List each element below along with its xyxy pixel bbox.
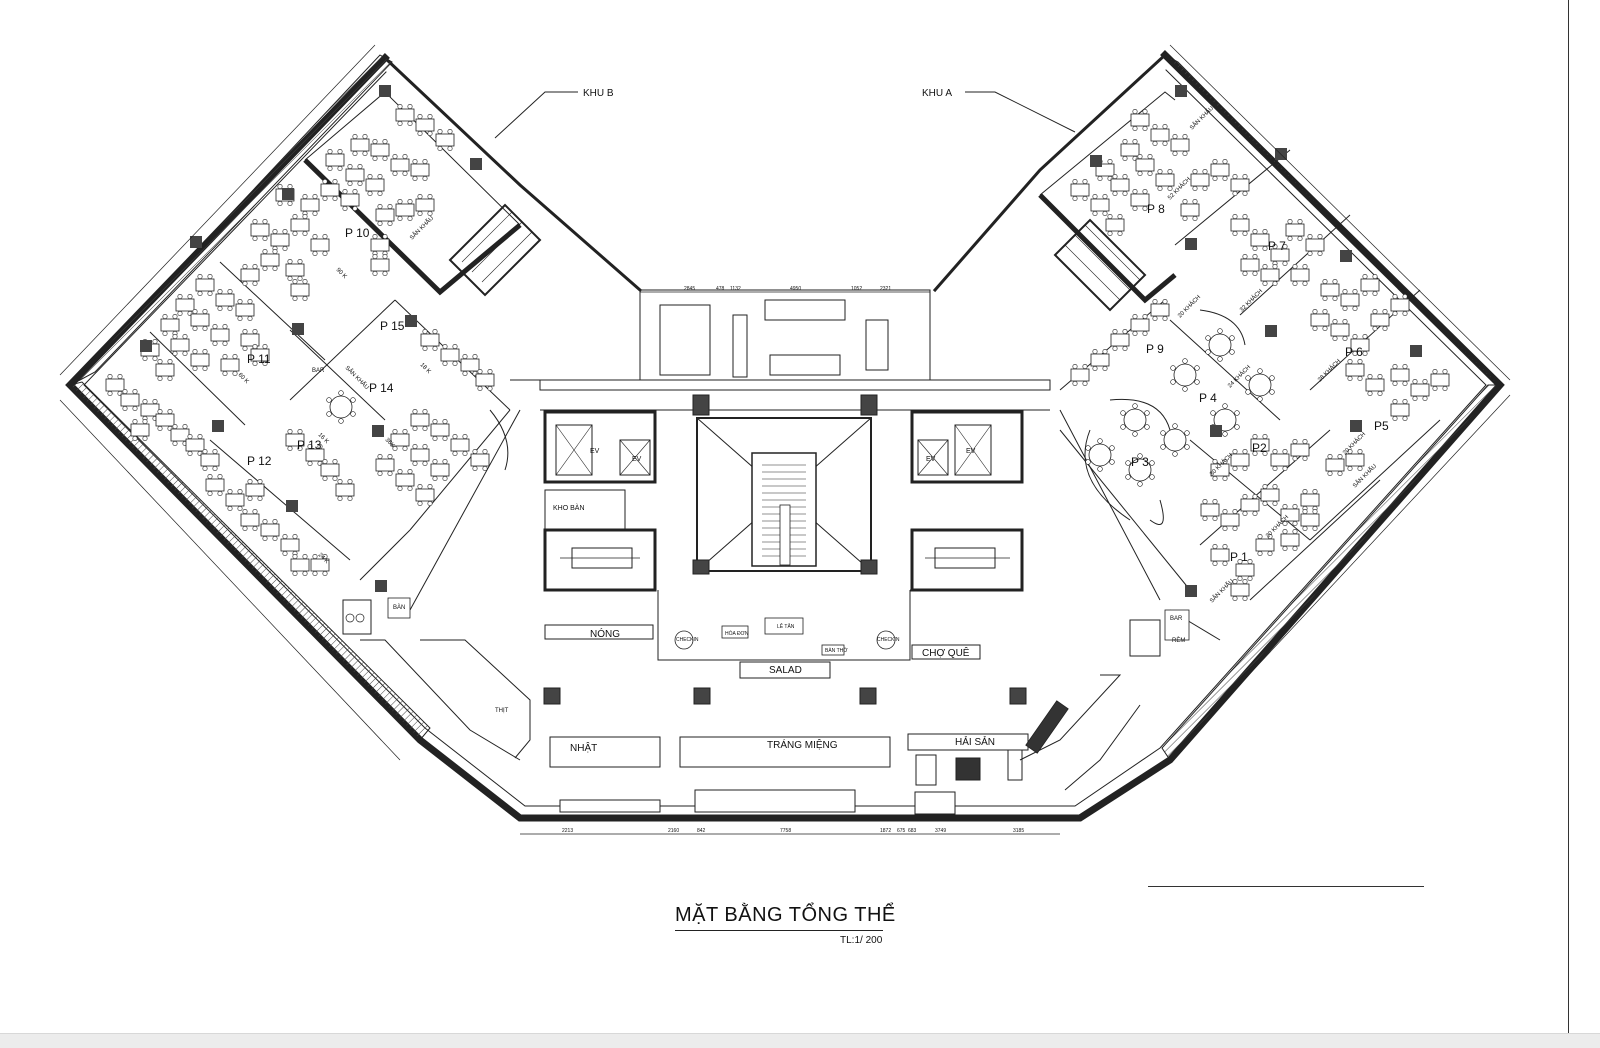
cap-90k: 90 K — [335, 267, 348, 280]
booth-outlines — [489, 309, 1246, 525]
station-kho-ban: KHO BÀN — [553, 503, 585, 512]
room-p7: P 7 — [1268, 239, 1286, 253]
zone-labels: KHU B KHU A — [583, 88, 952, 99]
label-khu-a: KHU A — [922, 88, 952, 99]
station-le-tan: LỄ TÂN — [777, 623, 795, 630]
central-core — [539, 289, 1051, 705]
station-ev2: EV — [632, 456, 642, 463]
station-bar-left: BAR — [312, 368, 325, 374]
station-cho-que: CHỢ QUÊ — [922, 646, 970, 659]
dim-b-5: 1872 — [880, 828, 891, 834]
dim-t-1: 2845 — [684, 286, 695, 292]
dim-b-3: 842 — [697, 828, 706, 834]
station-ev3: EV — [926, 456, 936, 463]
station-rem: RÈM — [1172, 637, 1185, 644]
station-thit: THỊT — [495, 708, 509, 714]
station-checkin-left: CHECKIN — [676, 637, 699, 643]
cap-32: 32 KHÁCH — [1238, 288, 1264, 314]
station-trang-mieng: TRÁNG MIỆNG — [767, 738, 838, 751]
station-labels: NÓNG SALAD CHỢ QUÊ NHẬT TRÁNG MIỆNG HẢI … — [312, 368, 1185, 754]
wing-columns — [140, 85, 1422, 597]
dimension-lines — [59, 44, 1511, 835]
station-ban: BÀN — [393, 604, 405, 611]
zone-leaders — [494, 91, 1076, 139]
cap-20b: 20 KHÁCH — [1341, 431, 1367, 457]
dim-b-6: 675 — [897, 828, 906, 834]
room-p12: P 12 — [247, 454, 272, 468]
viewer-bottom-bar — [0, 1033, 1600, 1048]
cap-20a: 20 KHÁCH — [1176, 294, 1202, 320]
station-checkin-right: CHECKIN — [877, 637, 900, 643]
room-labels: P 10 P 11 P 12 P 13 P 14 P 15 P 8 P 7 P … — [247, 202, 1389, 564]
stage-a: SÂN KHẤU — [1188, 105, 1215, 132]
cap-36k: 36K — [384, 437, 396, 449]
station-salad: SALAD — [769, 665, 802, 676]
room-p14: P 14 — [369, 381, 394, 395]
room-p8: P 8 — [1147, 202, 1165, 216]
room-p13: P 13 — [297, 438, 322, 452]
station-hai-san: HẢI SẢN — [955, 735, 995, 748]
cap-28: 28 KHÁCH — [1316, 358, 1342, 384]
room-p15: P 15 — [380, 319, 405, 333]
dim-t-4: 4950 — [790, 286, 801, 292]
cap-18k: 18 K — [419, 362, 432, 375]
room-p6: P 6 — [1345, 345, 1363, 359]
tables-khu-a — [1070, 108, 1450, 602]
station-nong: NÓNG — [590, 627, 620, 640]
room-p9: P 9 — [1146, 342, 1164, 356]
wall-hatch-b — [69, 54, 1502, 761]
dim-b-8: 3749 — [935, 828, 946, 834]
room-p1: P 1 — [1230, 550, 1248, 564]
drawing-title: MẶT BẰNG TỔNG THỂ — [675, 904, 896, 926]
station-ban-tho: BÀN THỜ — [825, 647, 848, 654]
dimension-text-top: 2845 478 1132 4950 1052 2321 — [684, 286, 891, 292]
wing-stairs — [448, 203, 1147, 312]
signature-line — [1148, 886, 1424, 887]
room-p4: P 4 — [1199, 391, 1217, 405]
station-nhat: NHẬT — [570, 741, 597, 754]
dim-b-4: 7758 — [780, 828, 791, 834]
dim-t-5: 1052 — [851, 286, 862, 292]
dim-b-9: 3185 — [1013, 828, 1024, 834]
room-p3: P 3 — [1131, 455, 1149, 469]
room-p5: P5 — [1374, 419, 1389, 433]
station-hoa-don: HÓA ĐƠN — [725, 630, 749, 637]
dimension-text-bottom: 2213 2160 842 7758 1872 675 683 3749 318… — [562, 828, 1024, 834]
title-block-border — [1568, 0, 1569, 1047]
label-khu-b: KHU B — [583, 88, 614, 99]
station-bar-right: BAR — [1170, 616, 1183, 622]
room-p10: P 10 — [345, 226, 370, 240]
cap-60k: 60 K — [237, 372, 250, 385]
buffet-counters — [342, 597, 1190, 815]
dim-b-2: 2160 — [668, 828, 679, 834]
station-ev1: EV — [590, 448, 600, 455]
room-p2: P2 — [1252, 441, 1267, 455]
dim-t-6: 2321 — [880, 286, 891, 292]
title-underline — [675, 930, 883, 931]
stage-p14: SÂN KHẤU — [344, 364, 371, 391]
station-ev4: EV — [966, 448, 976, 455]
dim-b-1: 2213 — [562, 828, 573, 834]
room-p11: P 11 — [247, 352, 271, 366]
dim-t-3: 1132 — [730, 286, 741, 292]
drawing-scale: TL:1/ 200 — [840, 935, 883, 946]
dim-b-7: 683 — [908, 828, 917, 834]
dim-t-2: 478 — [716, 286, 725, 292]
